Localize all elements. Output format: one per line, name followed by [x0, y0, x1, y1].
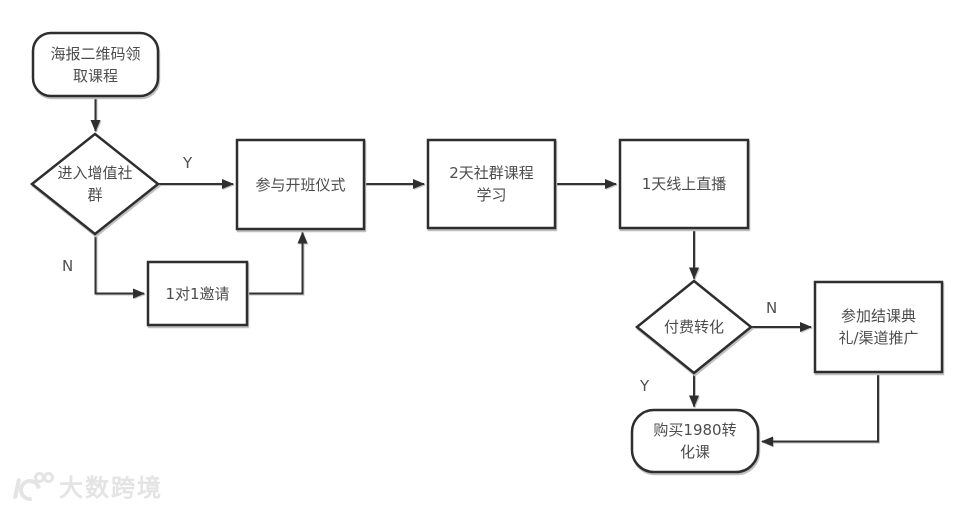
connector-lines: [90, 97, 879, 447]
watermark-text: 大数跨境: [59, 474, 163, 502]
edge-invite-to-opening: [247, 231, 308, 295]
dashu-kuajing-logo-icon: [12, 470, 54, 505]
course-process-shape: [426, 138, 557, 230]
edge-ceremony-to-purchase: [761, 372, 879, 447]
opening-process-shape: [235, 138, 366, 231]
watermark: 大数跨境: [12, 468, 163, 505]
node-shapes: [29, 31, 944, 474]
purchase-terminator-shape: [630, 408, 760, 474]
invite-process-shape: [146, 260, 249, 327]
edge-join-no-to-invite: [94, 234, 145, 299]
pay-decision-shape: [635, 279, 753, 375]
live-process-shape: [618, 138, 750, 230]
join-decision-shape: [29, 132, 161, 236]
edge-label-join-no: N: [62, 257, 74, 275]
edge-label-join-yes: Y: [183, 154, 193, 172]
edge-label-pay-no: N: [766, 299, 778, 317]
ceremony-process-shape: [813, 280, 944, 374]
edge-label-pay-yes: Y: [640, 377, 650, 395]
start-terminator-shape: [31, 31, 160, 98]
